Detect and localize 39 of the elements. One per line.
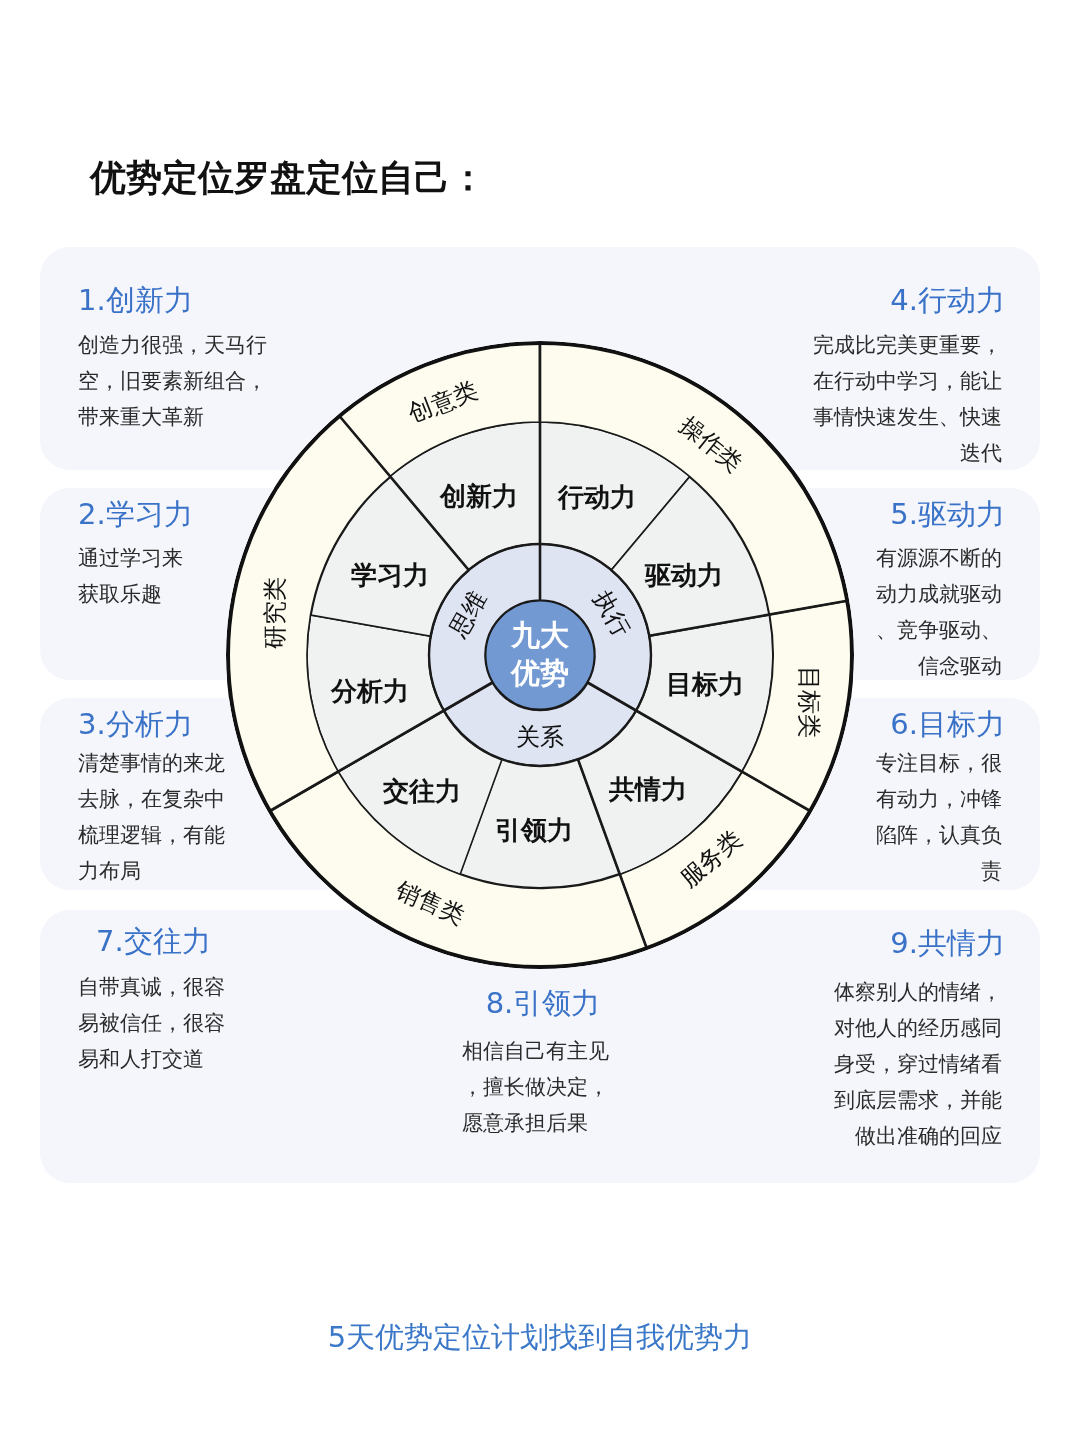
strength-description: 有源源不断的动力成就驱动、竞争驱动、信念驱动 <box>875 545 1002 680</box>
strength-label: 引领力 <box>494 813 573 847</box>
strength-heading: 8.引领力 <box>485 985 601 1021</box>
strength-heading: 4.行动力 <box>890 282 1005 318</box>
group-label: 思维 <box>443 584 494 643</box>
strength-description: 专注目标，很有动力，冲锋陷阵，认真负责 <box>875 750 1002 885</box>
footer-note: 5天优势定位计划找到自我优势力 <box>327 1319 753 1356</box>
strength-heading: 2.学习力 <box>78 496 193 532</box>
strength-description: 相信自己有主见，擅长做决定，愿意承担后果 <box>462 1038 610 1137</box>
category-label: 研究类 <box>260 577 291 650</box>
strength-heading: 1.创新力 <box>78 282 193 318</box>
strength-description: 通过学习来获取乐趣 <box>78 545 184 608</box>
group-label: 执行 <box>586 584 637 643</box>
strength-label: 分析力 <box>330 674 409 708</box>
strength-description: 体察别人的情绪，对他人的经历感同身受，穿过情绪看到底层需求，并能做出准确的回应 <box>833 979 1002 1150</box>
strength-label: 创新力 <box>440 479 519 513</box>
category-label: 操作类 <box>672 409 749 480</box>
strength-heading: 5.驱动力 <box>890 496 1005 532</box>
strength-heading: 6.目标力 <box>890 706 1005 742</box>
page-title: 优势定位罗盘定位自己： <box>90 156 486 200</box>
strength-label: 共情力 <box>609 772 688 806</box>
center-label: 九大优势 <box>509 617 570 692</box>
strength-label: 目标力 <box>666 667 745 701</box>
strength-label: 行动力 <box>558 480 637 514</box>
strength-heading: 9.共情力 <box>890 925 1005 961</box>
category-label: 目标类 <box>793 666 824 739</box>
strength-heading: 7.交往力 <box>96 923 211 959</box>
group-label: 关系 <box>516 722 564 753</box>
strength-label: 驱动力 <box>645 558 724 592</box>
category-label: 创意类 <box>403 375 483 430</box>
strength-label: 交往力 <box>382 774 461 808</box>
strength-label: 学习力 <box>350 558 429 592</box>
strength-description: 完成比完美更重要，在行动中学习，能让事情快速发生、快速迭代 <box>812 332 1002 467</box>
strength-description: 自带真诚，很容易被信任，很容易和人打交道 <box>78 974 226 1073</box>
strength-description: 清楚事情的来龙去脉，在复杂中梳理逻辑，有能力布局 <box>78 750 226 885</box>
category-label: 销售类 <box>390 874 470 932</box>
strength-heading: 3.分析力 <box>78 706 193 742</box>
category-label: 服务类 <box>673 823 749 895</box>
strength-description: 创造力很强，天马行空，旧要素新组合，带来重大革新 <box>78 332 268 431</box>
